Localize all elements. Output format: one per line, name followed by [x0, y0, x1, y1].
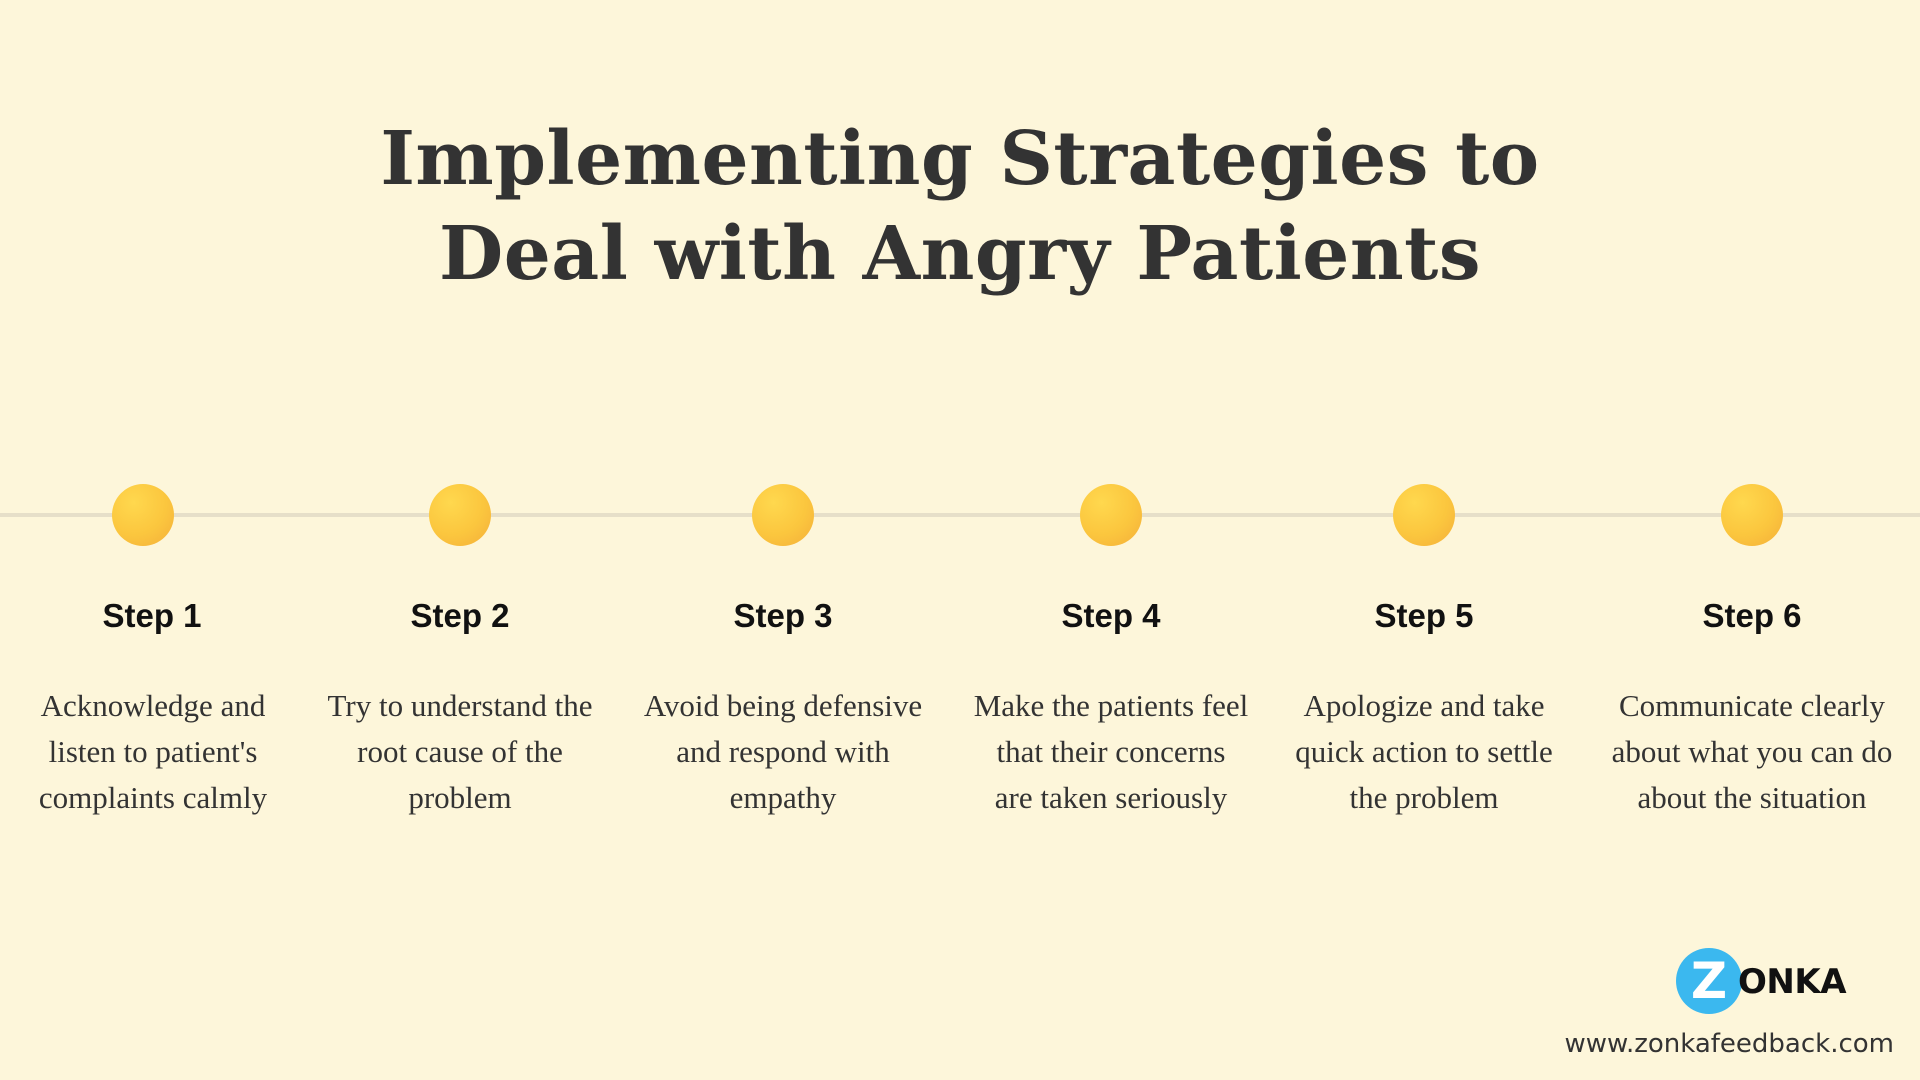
step-1-description-line-2: listen to patient's: [48, 734, 258, 769]
step-6-description-line-1: Communicate clearly: [1619, 688, 1885, 723]
step-2-label: Step 2: [410, 597, 510, 634]
step-6-description: Communicate clearly about what you can d…: [1597, 683, 1907, 821]
step-2-description: Try to understand the root cause of the …: [305, 683, 615, 821]
step-4-description-line-3: are taken seriously: [994, 780, 1228, 815]
step-6-dot: [1721, 484, 1783, 546]
timeline-line: [0, 513, 1920, 517]
step-2-description-line-3: problem: [408, 780, 512, 815]
step-3-description: Avoid being defensive and respond with e…: [628, 683, 938, 821]
step-1-label: Step 1: [102, 597, 202, 634]
step-6-description-line-3: about the situation: [1637, 780, 1867, 815]
step-2-description-line-2: root cause of the: [357, 734, 563, 769]
step-1-description-line-3: complaints calmly: [38, 780, 268, 815]
step-3-dot: [752, 484, 814, 546]
logo-initial: Z: [1690, 952, 1728, 1010]
step-4-description-line-1: Make the patients feel: [973, 688, 1249, 723]
step-3-description-line-2: and respond with: [676, 734, 890, 769]
step-2-dot: [429, 484, 491, 546]
step-1-description-line-1: Acknowledge and: [40, 688, 266, 723]
step-3-label: Step 3: [733, 597, 833, 634]
step-6-label: Step 6: [1702, 597, 1802, 634]
step-4-description: Make the patients feel that their concer…: [956, 683, 1266, 821]
step-5-description-line-3: the problem: [1349, 780, 1499, 815]
website-url: www.zonkafeedback.com: [1564, 1029, 1894, 1059]
step-3-description-line-3: empathy: [729, 780, 837, 815]
step-5-dot: [1393, 484, 1455, 546]
step-5-label: Step 5: [1374, 597, 1474, 634]
title-line-2: Deal with Angry Patients: [439, 211, 1481, 297]
step-2-description-line-1: Try to understand the: [327, 688, 593, 723]
title-line-1: Implementing Strategies to: [380, 116, 1540, 202]
step-4-label: Step 4: [1061, 597, 1161, 634]
step-5-description-line-2: quick action to settle: [1295, 734, 1553, 769]
page-title: Implementing Strategies to Deal with Ang…: [0, 112, 1920, 302]
step-1-dot: [112, 484, 174, 546]
step-5-description: Apologize and take quick action to settl…: [1269, 683, 1579, 821]
step-4-dot: [1080, 484, 1142, 546]
step-4-description-line-2: that their concerns: [996, 734, 1226, 769]
step-5-description-line-1: Apologize and take: [1303, 688, 1545, 723]
logo-wordmark: ONKA: [1738, 962, 1847, 1002]
step-3-description-line-1: Avoid being defensive: [643, 688, 923, 723]
logo-circle: [1676, 948, 1742, 1014]
step-1-description: Acknowledge and listen to patient's comp…: [0, 683, 308, 821]
zonka-logo: Z ONKA: [1676, 948, 1847, 1018]
step-6-description-line-2: about what you can do: [1611, 734, 1893, 769]
